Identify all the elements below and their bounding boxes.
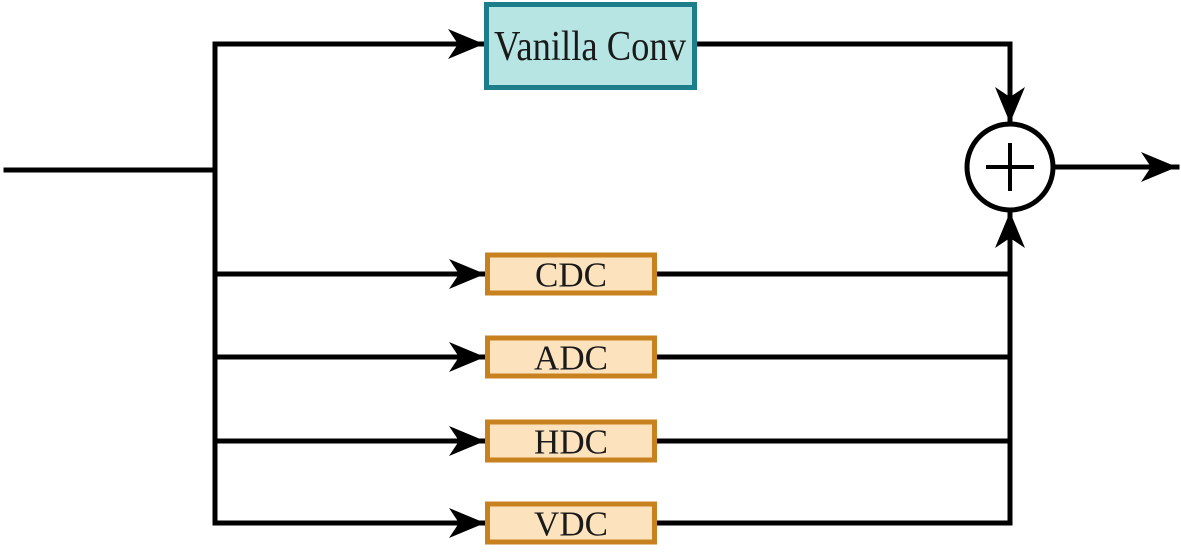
hdc-label: HDC — [534, 423, 608, 462]
cdc-label: CDC — [535, 256, 607, 295]
node-cdc: CDC — [485, 252, 657, 296]
node-vdc: VDC — [485, 501, 657, 545]
vanilla-conv-box — [484, 2, 697, 90]
cdc-box — [485, 252, 657, 296]
adc-box — [485, 335, 657, 379]
node-hdc: HDC — [485, 419, 657, 463]
edge-layer — [3, 29, 1180, 538]
node-adc: ADC — [485, 335, 657, 379]
vdc-label: VDC — [534, 505, 608, 544]
hdc-box — [485, 419, 657, 463]
node-sum — [964, 121, 1056, 213]
node-vanilla-conv: Vanilla Conv — [484, 2, 697, 90]
edge-vanilla-conv-to-sum — [692, 41, 1025, 126]
edge-junction-to-sum — [652, 209, 1025, 526]
plus-icon — [986, 143, 1034, 191]
vdc-box — [485, 501, 657, 545]
adc-label: ADC — [534, 339, 608, 378]
vanilla-conv-label: Vanilla Conv — [494, 24, 686, 70]
